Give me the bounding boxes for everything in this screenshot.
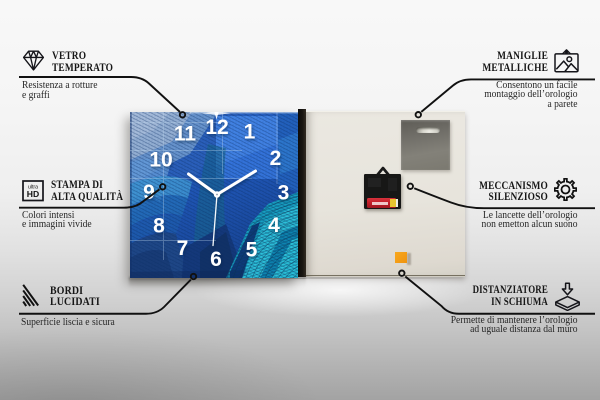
- svg-text:10: 10: [149, 148, 172, 171]
- svg-text:1: 1: [243, 120, 255, 143]
- svg-text:11: 11: [173, 122, 196, 145]
- svg-text:HD: HD: [27, 189, 39, 199]
- svg-text:5: 5: [245, 238, 257, 261]
- svg-text:9: 9: [143, 181, 155, 204]
- svg-text:12: 12: [205, 116, 228, 139]
- svg-text:8: 8: [153, 214, 165, 237]
- svg-text:6: 6: [210, 248, 222, 271]
- svg-text:3: 3: [277, 181, 289, 204]
- svg-text:ultra: ultra: [28, 185, 38, 191]
- svg-text:2: 2: [269, 147, 281, 170]
- svg-text:7: 7: [176, 237, 188, 260]
- svg-text:4: 4: [268, 214, 280, 237]
